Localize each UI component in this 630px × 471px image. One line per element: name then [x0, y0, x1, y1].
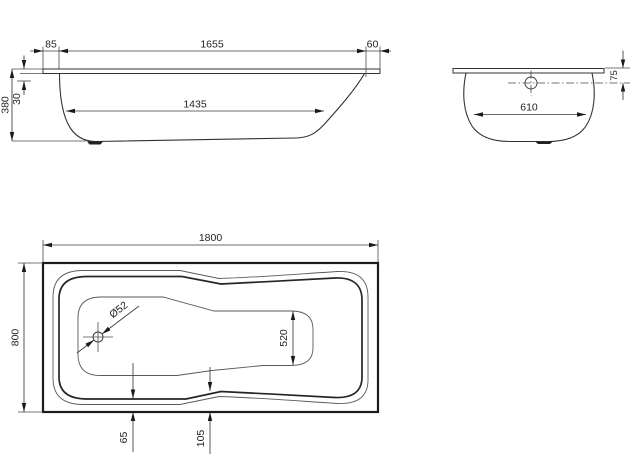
dim-75: 75	[609, 70, 620, 81]
dim-60: 60	[367, 39, 379, 51]
end-drain-pad	[535, 141, 553, 144]
plan-view: Ø52 1800 800 520 65 105	[10, 232, 380, 454]
dim-30: 30	[11, 93, 23, 105]
dim-1800: 1800	[199, 232, 223, 244]
dim-drain-diameter: Ø52	[107, 299, 130, 321]
end-rim	[452, 68, 605, 74]
side-foot-pad	[87, 141, 103, 145]
plan-outer-edge	[41, 261, 380, 414]
side-tub-outline	[58, 73, 365, 143]
dim-800: 800	[10, 329, 22, 347]
dim-1435: 1435	[183, 99, 207, 111]
side-view: 85 1655 60 1435 380 30	[0, 39, 391, 145]
dim-85: 85	[45, 39, 57, 51]
side-rim	[42, 68, 381, 74]
dim-610: 610	[520, 102, 538, 114]
end-tub-outline	[463, 72, 595, 143]
plan-rim-outline-outer	[52, 270, 369, 405]
end-view: 610 75	[452, 50, 630, 144]
dim-380: 380	[0, 96, 12, 114]
plan-floor-outline	[77, 296, 314, 376]
plan-rim-outline-inner	[58, 275, 363, 400]
dim-1655: 1655	[200, 39, 224, 51]
dim-105: 105	[195, 430, 207, 448]
dim-65: 65	[118, 432, 130, 444]
dim-520: 520	[278, 329, 290, 347]
